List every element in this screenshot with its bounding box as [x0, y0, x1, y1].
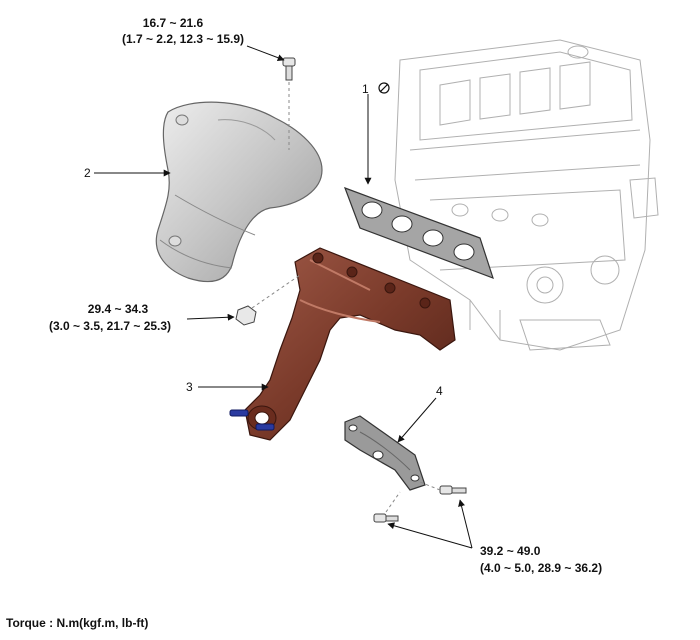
manifold-bracket	[344, 415, 426, 491]
manifold-nut	[235, 274, 301, 326]
no-reuse-icon	[378, 82, 390, 94]
outlet-studs	[229, 409, 275, 431]
engine-block	[394, 39, 659, 351]
heat-shield	[155, 101, 323, 283]
gasket	[343, 186, 494, 280]
bracket-bolts	[373, 481, 467, 523]
callout-4: 4	[436, 384, 443, 398]
callout-2: 2	[84, 166, 91, 180]
torque-unit-note: Torque : N.m(kgf.m, lb-ft)	[6, 616, 149, 630]
torque-nut-alt: (3.0 ~ 3.5, 21.7 ~ 25.3)	[49, 319, 171, 333]
torque-bracket-bolts-alt: (4.0 ~ 5.0, 28.9 ~ 36.2)	[480, 561, 602, 575]
callout-1: 1	[362, 82, 369, 96]
torque-bracket-bolts-nm: 39.2 ~ 49.0	[480, 544, 541, 558]
torque-nut-nm: 29.4 ~ 34.3	[88, 302, 149, 316]
exhaust-manifold	[244, 247, 456, 441]
torque-top-bolt-nm: 16.7 ~ 21.6	[143, 16, 204, 30]
callout-leaders	[94, 45, 473, 549]
torque-top-bolt-alt: (1.7 ~ 2.2, 12.3 ~ 15.9)	[122, 32, 244, 46]
shield-bolt	[282, 57, 296, 150]
callout-3: 3	[186, 380, 193, 394]
